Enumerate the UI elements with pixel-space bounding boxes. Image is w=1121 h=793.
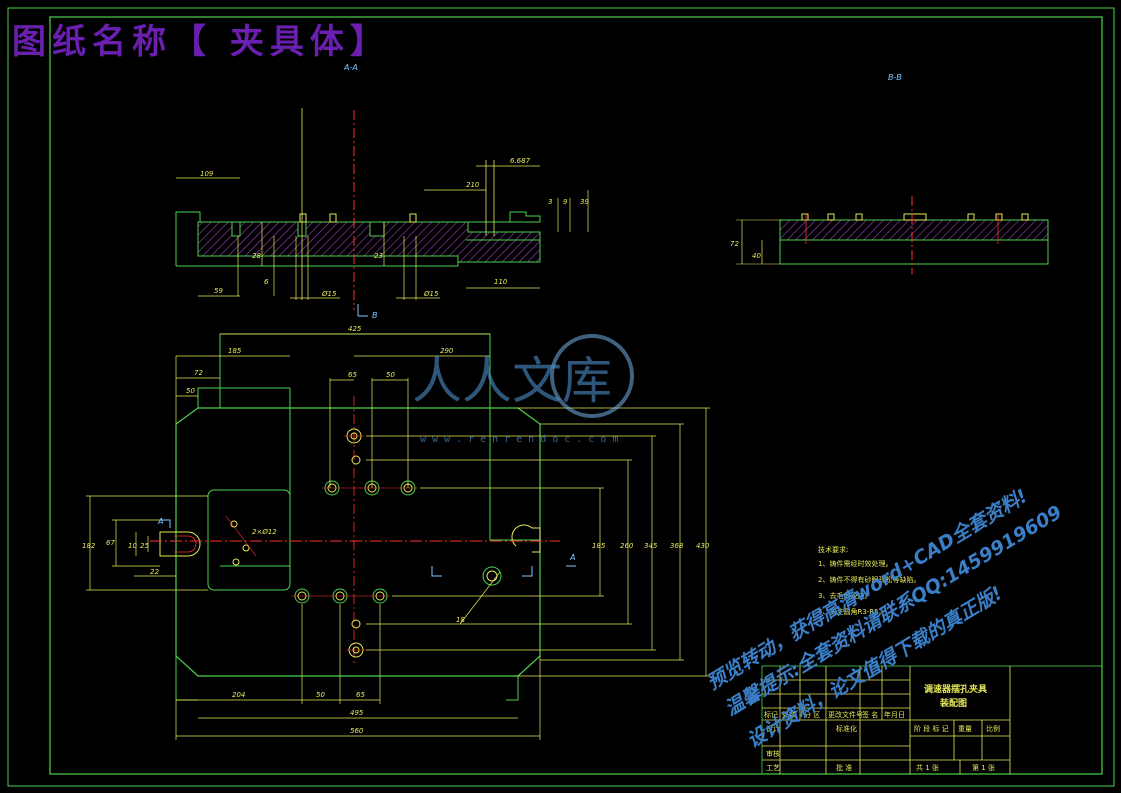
outer-frame: [7, 7, 1115, 787]
section-aa-view: A-A 109 6.687 3 9 39 28: [175, 63, 589, 320]
dim-72: 72: [194, 369, 203, 377]
tb-header-3: 分 区: [804, 710, 820, 719]
section-bb-view: B-B 72 40: [730, 73, 1049, 274]
cut-marker-b: B: [372, 311, 378, 320]
tb-approve: 批 准: [836, 763, 852, 772]
tb-scale: 比例: [986, 724, 1000, 733]
tb-stage: 阶 段 标 记: [914, 724, 949, 733]
section-bb-hatch: [779, 219, 1049, 241]
dim-185-vertical: 185: [592, 542, 606, 550]
dim-67: 67: [106, 539, 115, 547]
dim-65-b: 65: [356, 691, 365, 699]
right-slot: [511, 524, 541, 553]
dim-495: 495: [350, 709, 364, 717]
dim-185: 185: [228, 347, 242, 355]
note-2: 2、铸件不得有砂眼疏松等缺陷。: [818, 575, 920, 584]
dim-2phi12: 2×Ø12: [252, 528, 277, 536]
dim-6: 6: [264, 278, 269, 286]
tb-standardize: 标准化: [836, 724, 857, 733]
dim-425: 425: [348, 325, 362, 333]
dim-22: 22: [150, 568, 159, 576]
dim-59: 59: [214, 287, 223, 295]
note-1: 1、铸件需经时效处理。: [818, 559, 892, 568]
tb-sheet-no: 第 1 张: [972, 763, 995, 772]
dim-r18: 18: [456, 616, 465, 624]
dim-6687: 6.687: [510, 157, 531, 165]
tb-process: 工艺: [766, 764, 780, 772]
watermark-logo-text: 人人文库: [412, 352, 612, 410]
plan-view: A A 425 185 290 72 50 65 50: [82, 325, 710, 740]
dim-28: 28: [252, 252, 261, 260]
dim-290: 290: [440, 347, 454, 355]
note-3: 3、去毛刺锐边。: [818, 591, 871, 600]
dim-23: 23: [374, 252, 383, 260]
notes-heading: 技术要求:: [818, 545, 848, 554]
inner-frame: [49, 16, 1103, 775]
title-block: [761, 665, 1103, 775]
dim-65-a: 65: [348, 371, 357, 379]
dim-345: 345: [644, 542, 658, 550]
dim-50-a: 50: [186, 387, 195, 395]
dim-39: 39: [580, 198, 589, 206]
dim-204: 204: [232, 691, 245, 699]
dim-560: 560: [350, 727, 364, 735]
dim-368: 368: [670, 542, 684, 550]
section-aa-label: A-A: [343, 63, 358, 72]
dim-109: 109: [200, 170, 214, 178]
dim-phi15-a: Ø15: [321, 290, 337, 298]
left-clamp-block: [207, 489, 291, 591]
tb-header-1: 标记: [764, 710, 778, 719]
part-name-line-1: 调速器摆孔夹具: [924, 683, 987, 695]
tb-header-4: 更改文件号: [828, 710, 863, 719]
dim-260: 260: [620, 542, 634, 550]
part-name-line-2: 装配图: [939, 697, 967, 709]
tb-review: 审核: [766, 749, 780, 758]
note-4: 4、未注圆角R3-R5。: [818, 607, 886, 616]
dim-430: 430: [696, 542, 710, 550]
dim-3: 3: [548, 198, 552, 206]
dim-10: 10: [128, 542, 137, 550]
dim-phi15-b: Ø15: [423, 290, 439, 298]
dim-40: 40: [752, 252, 761, 260]
dim-50-c: 50: [316, 691, 325, 699]
tb-header-5: 签 名: [862, 710, 878, 719]
tb-total-sheets: 共 1 张: [916, 763, 939, 772]
dim-25: 25: [140, 542, 149, 550]
cut-marker-a-right: A: [569, 553, 575, 562]
tb-design: 设计: [766, 724, 780, 733]
plan-base-outline: [175, 407, 541, 677]
drawing-title: 图纸名称【 夹具体】: [12, 22, 390, 62]
dim-110: 110: [494, 278, 508, 286]
tb-header-2: 处数: [782, 710, 796, 719]
dim-50-b: 50: [386, 371, 395, 379]
dim-9: 9: [563, 198, 568, 206]
tb-header-6: 年月日: [884, 710, 905, 719]
watermark-line-2: 温馨提示:全套资料请联系QQ:1459919609: [721, 501, 1066, 720]
tb-weight: 重量: [958, 725, 972, 733]
section-bb-label: B-B: [888, 73, 902, 82]
section-aa-hatch: [197, 221, 541, 263]
dim-72-vertical: 72: [730, 240, 739, 248]
technical-notes: 技术要求: 1、铸件需经时效处理。 2、铸件不得有砂眼疏松等缺陷。 3、去毛刺锐…: [818, 545, 920, 616]
dim-182: 182: [82, 542, 96, 550]
watermark-url: www.renrendoc.com: [420, 434, 624, 445]
dim-210: 210: [466, 181, 480, 189]
left-slot: [159, 531, 201, 557]
section-aa-outline: [175, 211, 541, 266]
cut-marker-a-left: A: [157, 517, 163, 526]
